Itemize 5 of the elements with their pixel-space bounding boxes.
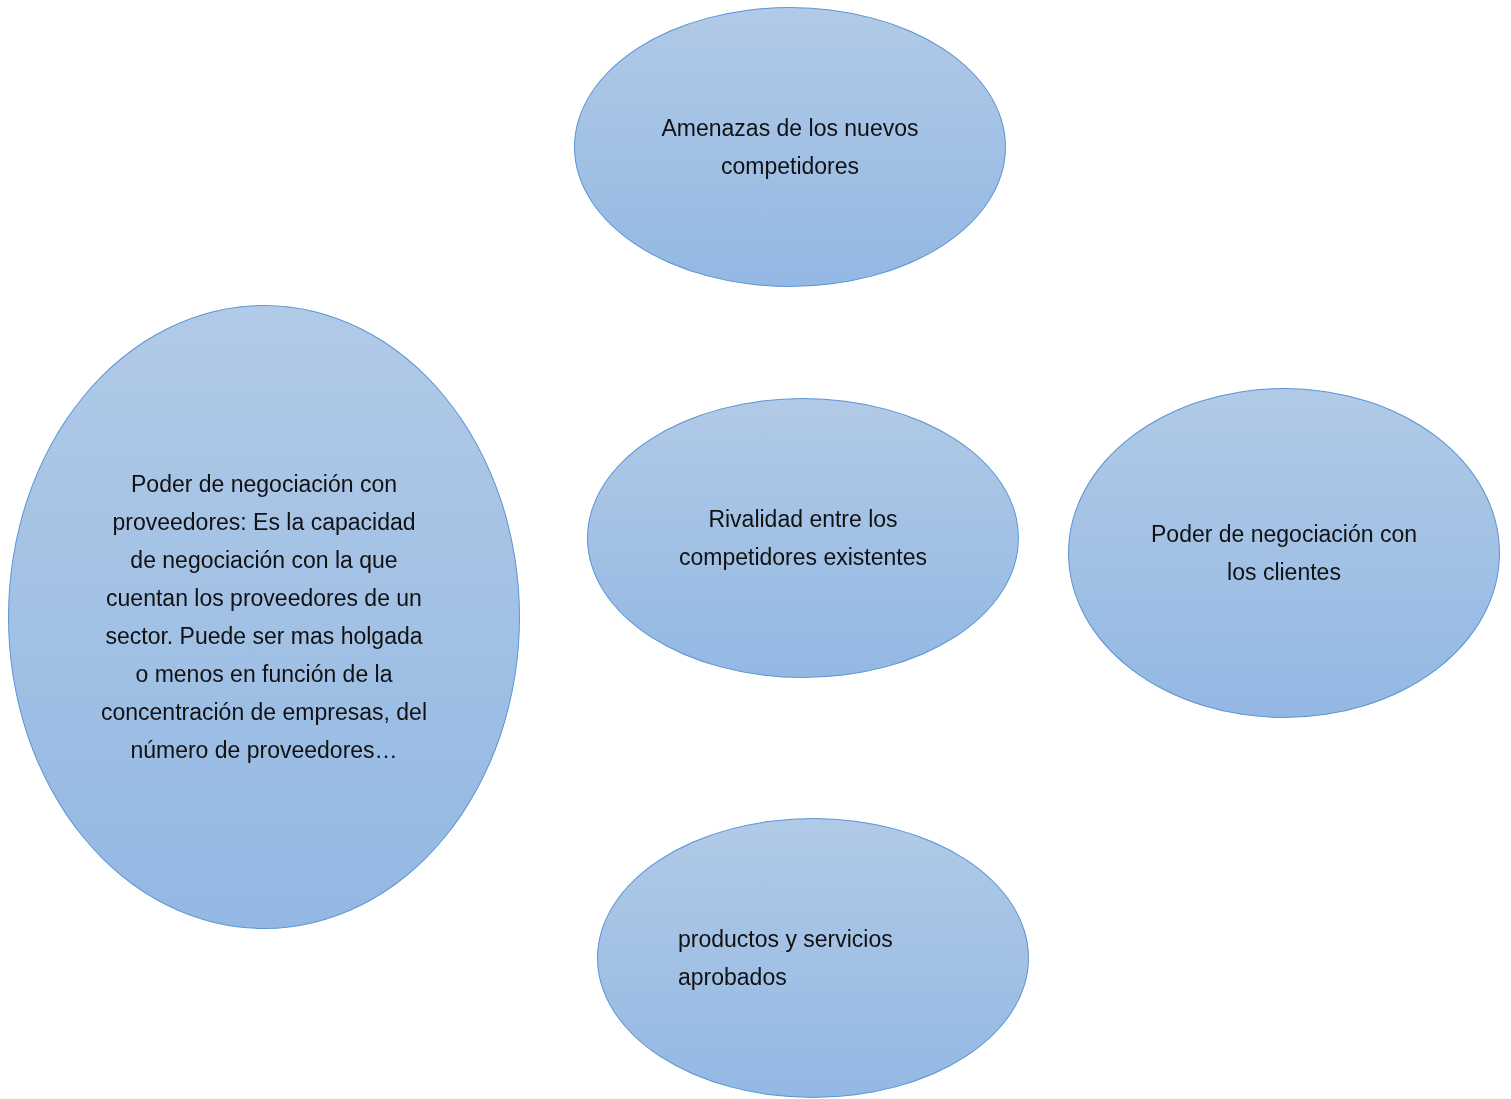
- node-text: Poder de negociación con los clientes: [1150, 520, 1418, 587]
- node-text: productos y servicios aprobados: [678, 925, 894, 992]
- node-text: Poder de negociación con proveedores: Es la capacidad de negociación con la que cuentan los proveedores de un sector. Puede ser mas holgada o menos en función de la concentración de empresas, del número de proveedores…: [100, 470, 428, 765]
- node-text: Rivalidad entre los competidores existentes: [678, 505, 928, 572]
- node-text: Amenazas de los nuevos competidores: [660, 114, 920, 181]
